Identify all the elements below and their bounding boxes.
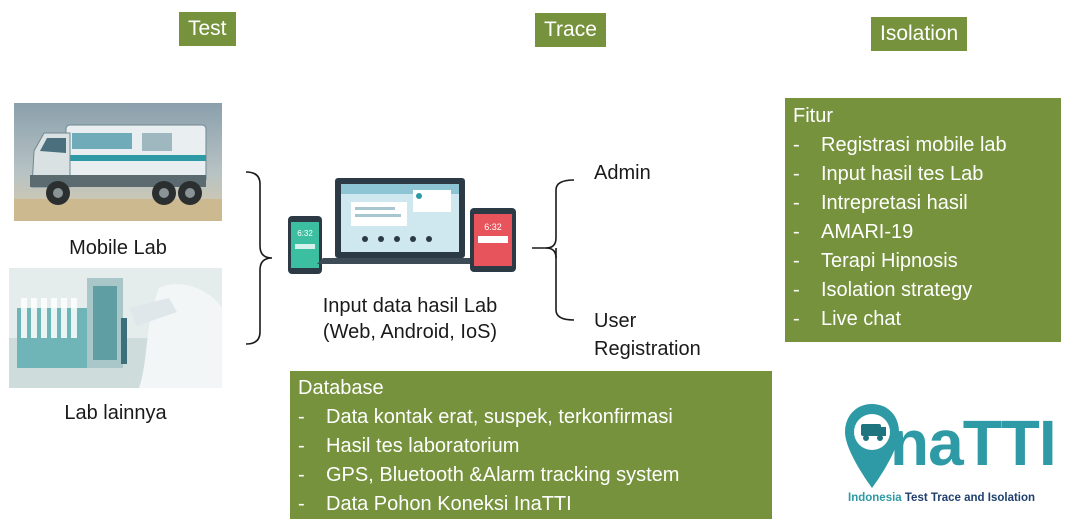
feature-item: -AMARI-19 bbox=[793, 221, 914, 243]
features-title: Fitur bbox=[793, 105, 833, 127]
input-data-label: Input data hasil Lab (Web, Android, IoS) bbox=[290, 293, 530, 345]
features-list: -Registrasi mobile lab -Input hasil tes … bbox=[785, 131, 1061, 334]
mobile-lab-image bbox=[14, 103, 222, 221]
user-registration-label: User Registration bbox=[594, 307, 701, 363]
devices-illustration: 6:32 6:32 bbox=[288, 178, 516, 274]
tablet-time: 6:32 bbox=[484, 222, 502, 232]
logo-tagline: Indonesia Test Trace and Isolation bbox=[848, 492, 1036, 504]
input-data-line1: Input data hasil Lab bbox=[322, 295, 498, 317]
feature-item: -Registrasi mobile lab bbox=[793, 134, 1007, 156]
features-box: Fitur -Registrasi mobile lab -Input hasi… bbox=[785, 98, 1061, 342]
database-item: -Data Pohon Koneksi InaTTI bbox=[298, 493, 572, 515]
phone-time: 6:32 bbox=[297, 229, 313, 238]
user-registration-line2: Registration bbox=[594, 338, 701, 360]
map-pin-icon bbox=[845, 404, 899, 488]
header-trace: Trace bbox=[535, 13, 606, 47]
header-test: Test bbox=[179, 12, 236, 46]
feature-item: -Intrepretasi hasil bbox=[793, 192, 968, 214]
logo-wordmark: naTTI bbox=[890, 407, 1057, 479]
feature-item: -Live chat bbox=[793, 308, 902, 330]
database-box: Database -Data kontak erat, suspek, terk… bbox=[290, 371, 772, 519]
mobile-lab-label: Mobile Lab bbox=[69, 237, 167, 259]
header-isolation: Isolation bbox=[871, 17, 968, 51]
lab-lainnya-label: Lab lainnya bbox=[64, 402, 167, 424]
user-registration-line1: User bbox=[594, 310, 637, 332]
right-brace-connector bbox=[532, 179, 575, 321]
database-item: -GPS, Bluetooth &Alarm tracking system bbox=[298, 464, 680, 486]
left-brace-connector bbox=[245, 171, 273, 345]
inatti-logo: naTTI Indonesia Test Trace and Isolation bbox=[842, 402, 1078, 514]
admin-label: Admin bbox=[594, 162, 651, 184]
database-list: -Data kontak erat, suspek, terkonfirmasi… bbox=[290, 403, 772, 519]
feature-item: -Terapi Hipnosis bbox=[793, 250, 958, 272]
input-data-line2: (Web, Android, IoS) bbox=[322, 321, 498, 343]
database-title: Database bbox=[298, 377, 384, 399]
feature-item: -Isolation strategy bbox=[793, 279, 973, 301]
database-item: -Hasil tes laboratorium bbox=[298, 435, 520, 457]
lab-photo-image bbox=[9, 268, 222, 388]
feature-item: -Input hasil tes Lab bbox=[793, 163, 984, 185]
database-item: -Data kontak erat, suspek, terkonfirmasi bbox=[298, 406, 673, 428]
